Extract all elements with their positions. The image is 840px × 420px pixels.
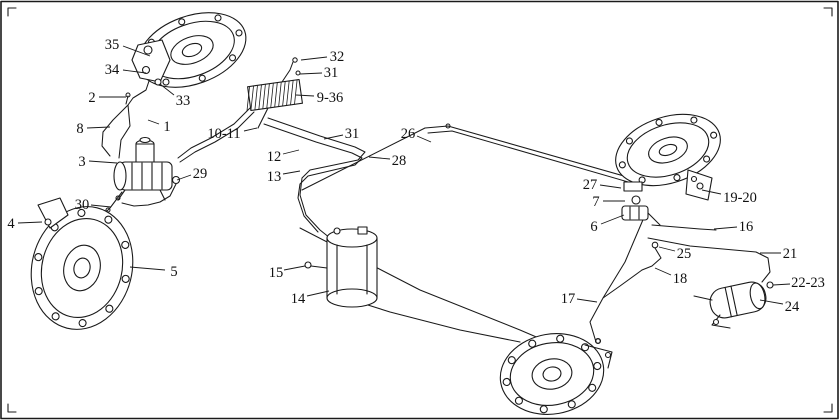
part-label-19-20: 19-20 [723, 190, 757, 206]
leader-line [772, 283, 791, 286]
bolt-33 [154, 78, 162, 86]
drain-valve-15 [304, 261, 312, 269]
part-label-34: 34 [105, 62, 120, 78]
leader-line [90, 204, 112, 208]
hatched-plate [246, 78, 303, 112]
part-label-3: 3 [78, 154, 85, 170]
leader-line [576, 298, 598, 303]
fitting-7 [631, 195, 641, 205]
leader-line [17, 221, 43, 224]
wheel-hub-right [615, 113, 721, 187]
corner-mark [823, 7, 833, 17]
leader-line [759, 299, 784, 305]
wheel-hub-top-left [137, 12, 247, 88]
leader-line [86, 126, 111, 129]
part-label-5: 5 [170, 264, 177, 280]
leader-line [147, 119, 160, 125]
leader-line [323, 134, 344, 140]
wheel-drum-left [30, 206, 134, 330]
tank-fitting [357, 226, 368, 235]
chamber-bracket [711, 314, 731, 329]
hub-bracket-top-left [131, 39, 171, 86]
part-label-31: 31 [324, 65, 339, 81]
wheel-cylinder-6 [621, 205, 649, 221]
leader-line [416, 135, 432, 143]
leader-line [299, 72, 323, 75]
part-label-6: 6 [590, 219, 597, 235]
air-tank [304, 226, 378, 308]
part-label-18: 18 [673, 271, 688, 287]
bolt-35 [143, 45, 153, 55]
part-label-30: 30 [75, 197, 90, 213]
part-label-29: 29 [193, 166, 208, 182]
bolt-34 [141, 65, 151, 75]
part-label-24: 24 [785, 299, 800, 315]
outlet-fitting-29 [171, 175, 181, 185]
leader-line [88, 160, 118, 164]
leader-line [599, 184, 622, 189]
leader-line [300, 56, 328, 61]
part-label-15: 15 [269, 265, 284, 281]
part-label-22-23: 22-23 [791, 275, 825, 291]
leader-line [243, 127, 258, 132]
leader-line [176, 174, 192, 181]
corner-mark [7, 7, 17, 17]
leader-lines [17, 45, 791, 305]
part-label-35: 35 [105, 37, 120, 53]
leader-line [283, 265, 306, 271]
part-label-4: 4 [7, 216, 15, 232]
corner-mark [7, 403, 17, 413]
master-cylinder [113, 136, 181, 201]
leader-line [654, 267, 672, 276]
hub-bracket-right [621, 169, 713, 226]
leader-line [159, 83, 175, 96]
part-label-17: 17 [561, 291, 576, 307]
part-label-28: 28 [392, 153, 407, 169]
leader-line [129, 266, 166, 271]
wheel-drum-bottom [499, 333, 605, 415]
leader-line [122, 69, 147, 74]
part-label-31: 31 [345, 126, 360, 142]
leader-line [282, 149, 300, 155]
tank-fitting [333, 227, 341, 235]
brake-chamber [693, 281, 774, 329]
part-label-2: 2 [88, 90, 95, 106]
backing-plate-bottom [584, 337, 613, 369]
part-label-10-11: 10-11 [207, 126, 240, 142]
corner-mark [823, 403, 833, 413]
brake-pipes [77, 57, 771, 346]
part-label-25: 25 [677, 246, 692, 262]
part-label-14: 14 [291, 291, 306, 307]
leader-line [368, 156, 391, 160]
plate-stem [257, 107, 269, 129]
part-label-21: 21 [783, 246, 798, 262]
leader-line [701, 189, 722, 195]
part-label-16: 16 [739, 219, 754, 235]
part-label-9-36: 9-36 [317, 90, 344, 106]
part-label-33: 33 [176, 93, 191, 109]
part-label-1: 1 [163, 119, 170, 135]
leader-line [600, 214, 625, 225]
part-label-8: 8 [76, 121, 83, 137]
part-label-32: 32 [330, 49, 345, 65]
clamp-bolt-22-23 [766, 281, 774, 289]
part-label-13: 13 [267, 169, 282, 185]
steering-knuckle-left [37, 197, 69, 229]
leader-line [282, 170, 301, 175]
leader-line [306, 290, 330, 297]
leader-line [658, 246, 676, 252]
part-label-27: 27 [583, 177, 598, 193]
part-label-7: 7 [592, 194, 599, 210]
part-label-26: 26 [401, 126, 416, 142]
leader-line [713, 226, 738, 230]
fitting-27 [623, 181, 643, 192]
leader-line [122, 45, 151, 57]
part-label-12: 12 [267, 149, 282, 165]
leader-line [295, 94, 315, 97]
